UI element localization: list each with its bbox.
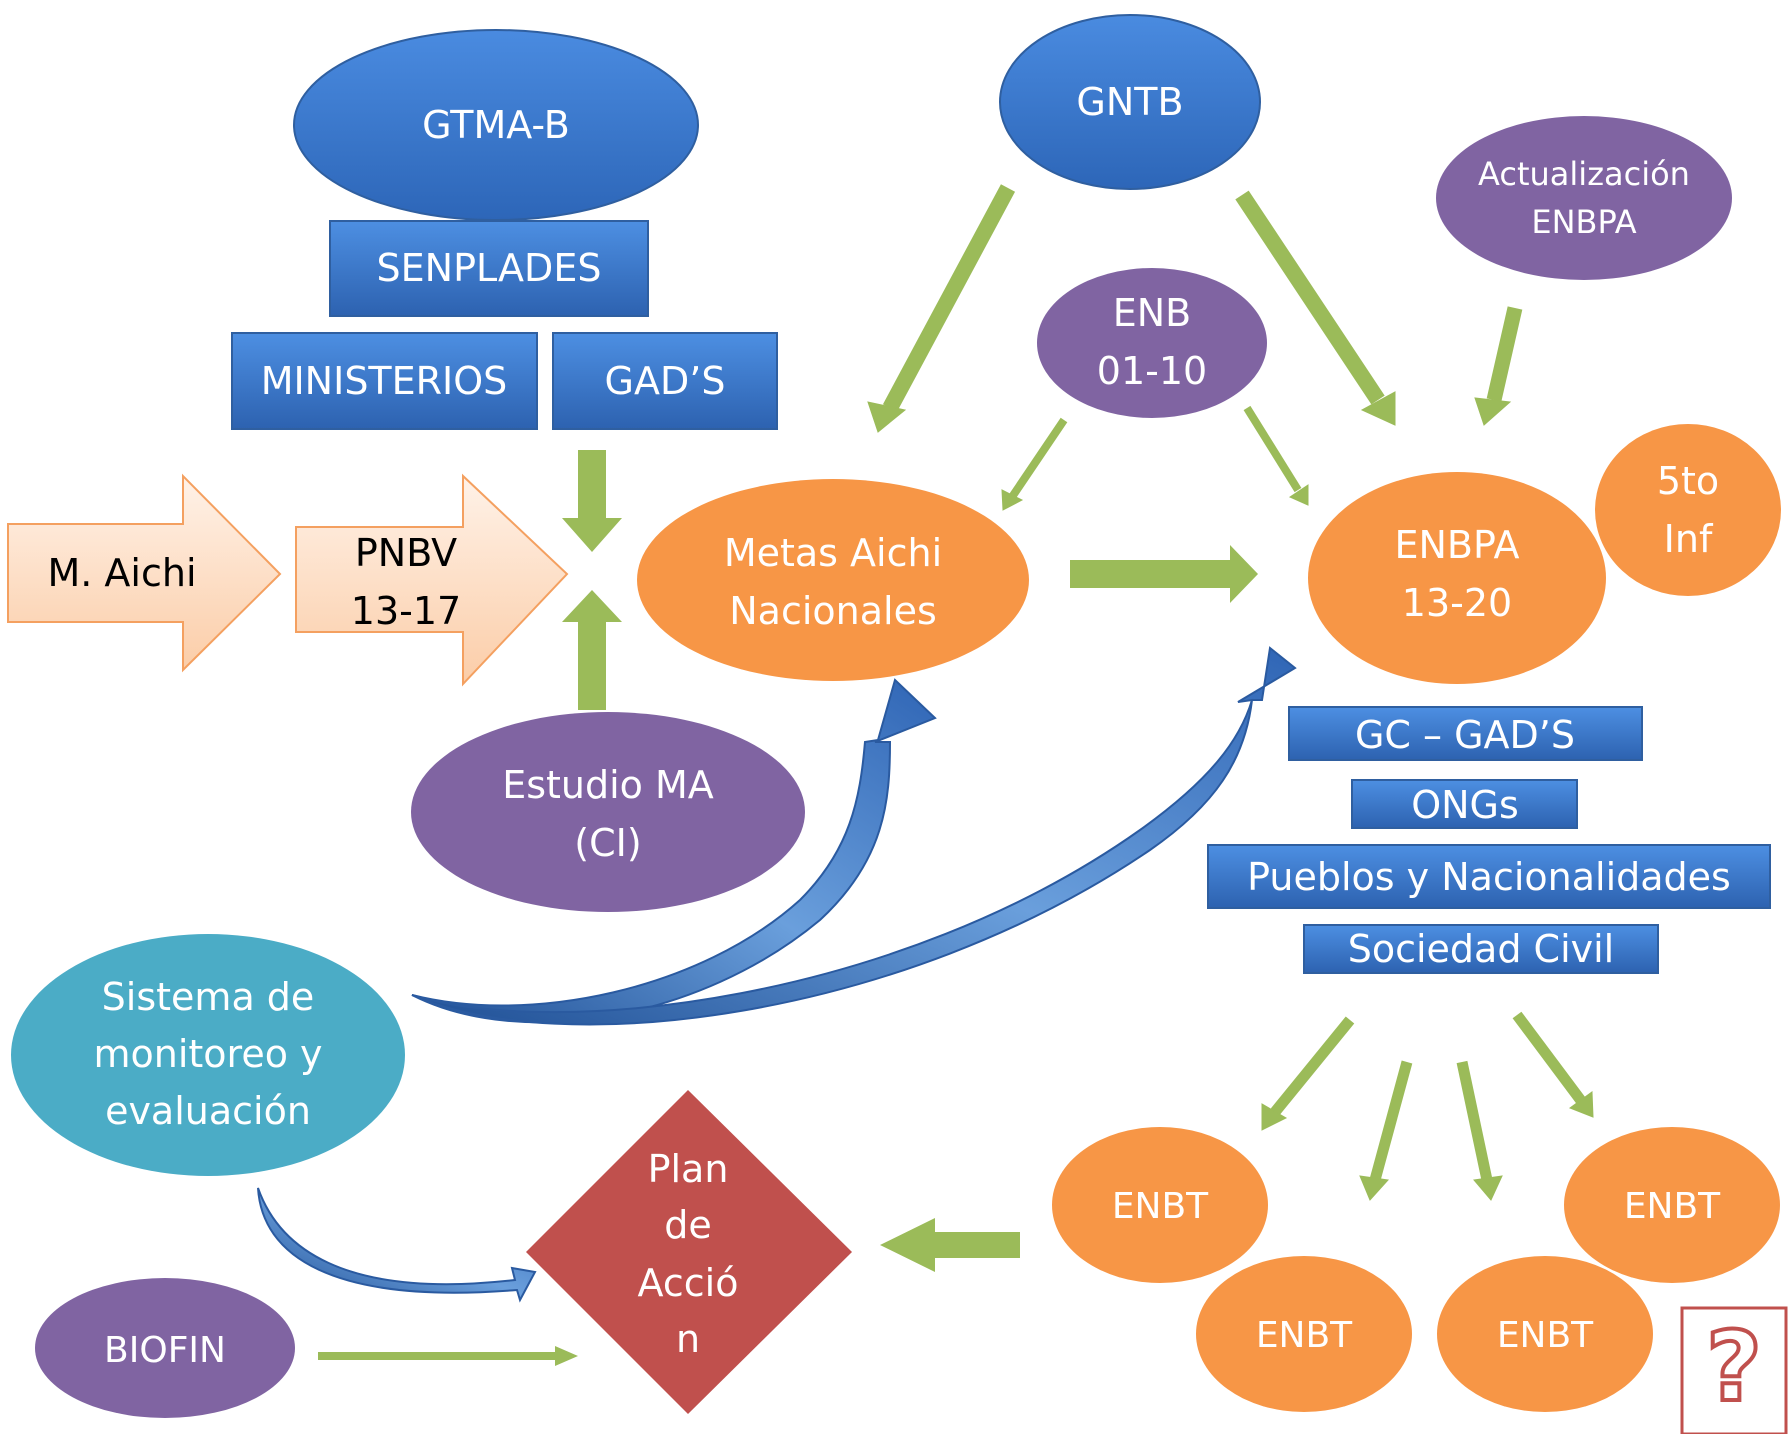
pueblos-label: Pueblos y Nacionalidades xyxy=(1247,855,1731,899)
ongs-box xyxy=(1351,779,1578,829)
curve-sistema-to-plan xyxy=(257,1187,537,1303)
green-arrows xyxy=(318,450,1258,1366)
enbt-label-2: ENBT xyxy=(1624,1186,1721,1227)
gads-top-label: GAD’S xyxy=(605,359,726,403)
actualizacion-label-1: Actualización xyxy=(1478,155,1690,193)
gntb-label: GNTB xyxy=(1076,80,1183,124)
quinto-label-2: Inf xyxy=(1664,517,1714,561)
pnbv-label-1: PNBV xyxy=(355,531,457,575)
ministerios-box xyxy=(231,332,538,430)
pueblos-box xyxy=(1207,844,1771,909)
enbpa-label-2: 13-20 xyxy=(1402,581,1512,625)
maichi-arrow xyxy=(7,473,282,673)
actualizacion-label-2: ENBPA xyxy=(1531,203,1636,241)
sociedad-label: Sociedad Civil xyxy=(1348,927,1615,971)
pnbv-label-2: 13-17 xyxy=(351,589,461,633)
arrow-senplades-to-junction xyxy=(562,450,622,552)
biofin-label: BIOFIN xyxy=(104,1330,226,1371)
estudio-label-2: (CI) xyxy=(574,821,641,865)
arrow-metas-to-enbpa xyxy=(1070,545,1258,603)
gntb-node xyxy=(999,14,1261,190)
maichi-label: M. Aichi xyxy=(47,551,196,595)
senplades-box xyxy=(329,220,649,317)
green-diagonal-arrows xyxy=(867,184,1594,1201)
estudio-label-1: Estudio MA xyxy=(502,763,714,807)
senplades-label: SENPLADES xyxy=(377,246,602,290)
arrow-estudio-to-junction xyxy=(562,590,622,710)
plan-label-2: de xyxy=(664,1203,712,1247)
gtmab-label: GTMA-B xyxy=(422,103,570,147)
enbpa-label-1: ENBPA xyxy=(1395,523,1520,567)
enbpa-node xyxy=(1308,472,1606,684)
curve-sistema-to-enbpa xyxy=(411,646,1297,1026)
metas-label-2: Nacionales xyxy=(729,589,937,633)
metas-node xyxy=(637,479,1029,681)
ellipses xyxy=(11,14,1781,1418)
metas-label-1: Metas Aichi xyxy=(724,531,942,575)
estudio-node xyxy=(411,712,805,912)
sistema-label-3: evaluación xyxy=(105,1089,311,1133)
enb-label-1: ENB xyxy=(1113,291,1192,335)
plan-label-4: n xyxy=(676,1317,700,1361)
help-question-icon[interactable]: ? xyxy=(1680,1306,1788,1434)
actualizacion-node xyxy=(1436,116,1732,280)
sistema-label-1: Sistema de xyxy=(102,975,315,1019)
enbt-node-1 xyxy=(1052,1127,1268,1283)
enbt-node-2 xyxy=(1564,1127,1780,1283)
sistema-label-2: monitoreo y xyxy=(93,1032,322,1076)
peach-arrows xyxy=(7,473,569,687)
gc-gads-box xyxy=(1288,706,1643,761)
pnbv-arrow xyxy=(295,473,569,687)
arrow-biofin-to-plan xyxy=(318,1346,578,1366)
enbt-label-3: ENBT xyxy=(1256,1315,1353,1356)
sociedad-box xyxy=(1303,924,1659,974)
gads-top-box xyxy=(552,332,778,430)
ongs-label: ONGs xyxy=(1411,783,1519,827)
ministerios-label: MINISTERIOS xyxy=(261,359,508,403)
plan-diamond xyxy=(526,1090,852,1414)
biofin-node xyxy=(35,1278,295,1418)
enbt-label-1: ENBT xyxy=(1112,1186,1209,1227)
enb-label-2: 01-10 xyxy=(1097,349,1207,393)
plan-label-1: Plan xyxy=(648,1147,729,1191)
enbt-node-3 xyxy=(1196,1256,1412,1412)
labels: GTMA-B SENPLADES MINISTERIOS GAD’S GNTB … xyxy=(47,80,1730,1371)
sistema-node xyxy=(11,934,405,1176)
enb-node xyxy=(1037,268,1267,418)
quinto-label-1: 5to xyxy=(1657,459,1719,503)
enbt-label-4: ENBT xyxy=(1497,1315,1594,1356)
plan-label-3: Acció xyxy=(638,1261,739,1305)
quinto-node xyxy=(1595,424,1781,596)
enbt-node-4 xyxy=(1437,1256,1653,1412)
svg-text:?: ? xyxy=(1706,1311,1762,1423)
arrow-enbt-to-plan xyxy=(880,1218,1020,1272)
curved-arrows xyxy=(257,646,1297,1303)
rect-boxes xyxy=(231,220,1771,974)
gc-gads-label: GC – GAD’S xyxy=(1355,713,1575,757)
